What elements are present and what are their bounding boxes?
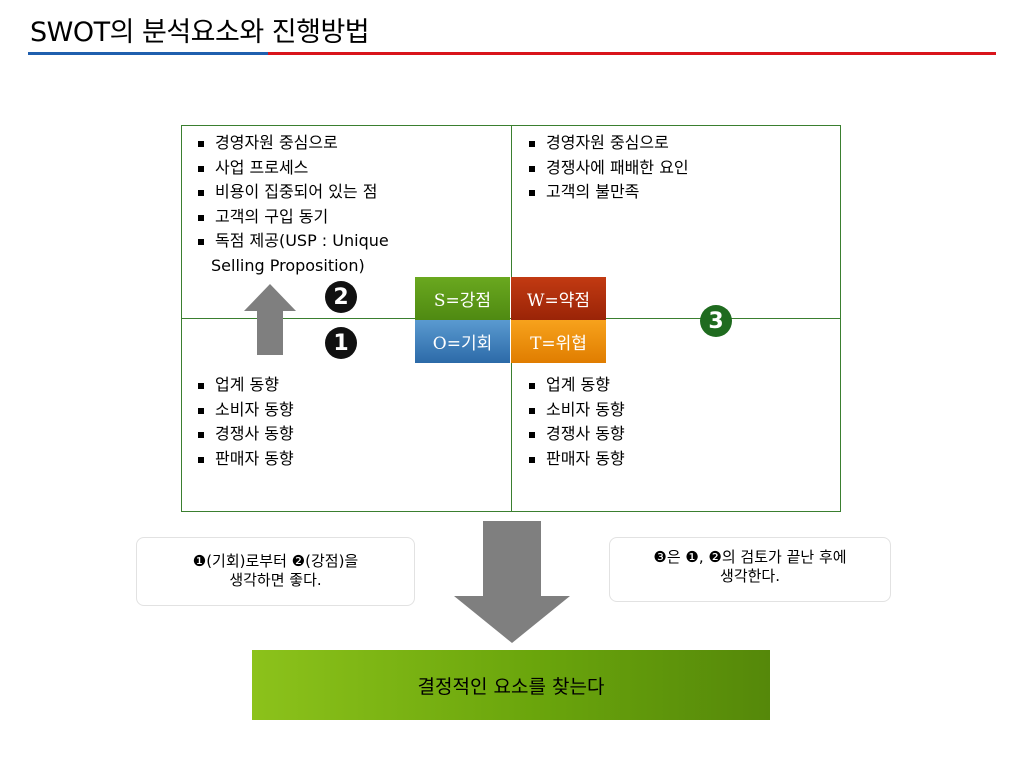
list-item: 업계 동향 (196, 373, 496, 398)
step-marker-two: 2 (325, 281, 357, 313)
list-item: 경쟁사 동향 (527, 422, 827, 447)
list-item: 소비자 동향 (527, 398, 827, 423)
list-item: 판매자 동향 (527, 447, 827, 472)
left-note: ❶(기회)로부터 ❷(강점)을 생각하면 좋다. (136, 537, 415, 606)
weakness-tile: W=약점 (511, 277, 606, 320)
result-box: 결정적인 요소를 찾는다 (252, 650, 770, 720)
threats-list: 업계 동향 소비자 동향 경쟁사 동향 판매자 동향 (527, 373, 827, 471)
list-item: 소비자 동향 (196, 398, 496, 423)
weaknesses-list: 경영자원 중심으로 경쟁사에 패배한 요인 고객의 불만족 (527, 131, 827, 205)
title-rule-red (268, 52, 996, 55)
list-item: 경쟁사에 패배한 요인 (527, 156, 827, 181)
note-line: ❶(기회)로부터 ❷(강점)을 (192, 552, 359, 570)
list-item: 독점 제공(USP : Unique (196, 229, 496, 254)
down-arrow-icon (454, 521, 570, 643)
list-item: 고객의 구입 동기 (196, 205, 496, 230)
strengths-list: 경영자원 중심으로 사업 프로세스 비용이 집중되어 있는 점 고객의 구입 동… (196, 131, 496, 254)
step-marker-three: 3 (700, 305, 732, 337)
strength-tile: S=강점 (415, 277, 510, 320)
note-line: 생각한다. (720, 567, 780, 585)
list-item: 업계 동향 (527, 373, 827, 398)
note-line: 생각하면 좋다. (229, 571, 322, 589)
right-note: ❸은 ❶, ❷의 검토가 끝난 후에 생각한다. (609, 537, 891, 602)
title-rule-blue (28, 52, 268, 55)
opportunity-tile: O=기회 (415, 320, 510, 363)
step-marker-one: 1 (325, 327, 357, 359)
page-title: SWOT의 분석요소와 진행방법 (30, 17, 370, 48)
list-item: 비용이 집중되어 있는 점 (196, 180, 496, 205)
list-item: 판매자 동향 (196, 447, 496, 472)
opportunities-list: 업계 동향 소비자 동향 경쟁사 동향 판매자 동향 (196, 373, 496, 471)
list-item: 고객의 불만족 (527, 180, 827, 205)
up-arrow-icon (244, 284, 296, 355)
list-item-continuation: Selling Proposition) (211, 256, 365, 275)
list-item: 경영자원 중심으로 (527, 131, 827, 156)
threat-tile: T=위협 (511, 320, 606, 363)
list-item: 경쟁사 동향 (196, 422, 496, 447)
note-line: ❸은 ❶, ❷의 검토가 끝난 후에 (653, 548, 847, 566)
list-item: 사업 프로세스 (196, 156, 496, 181)
list-item: 경영자원 중심으로 (196, 131, 496, 156)
